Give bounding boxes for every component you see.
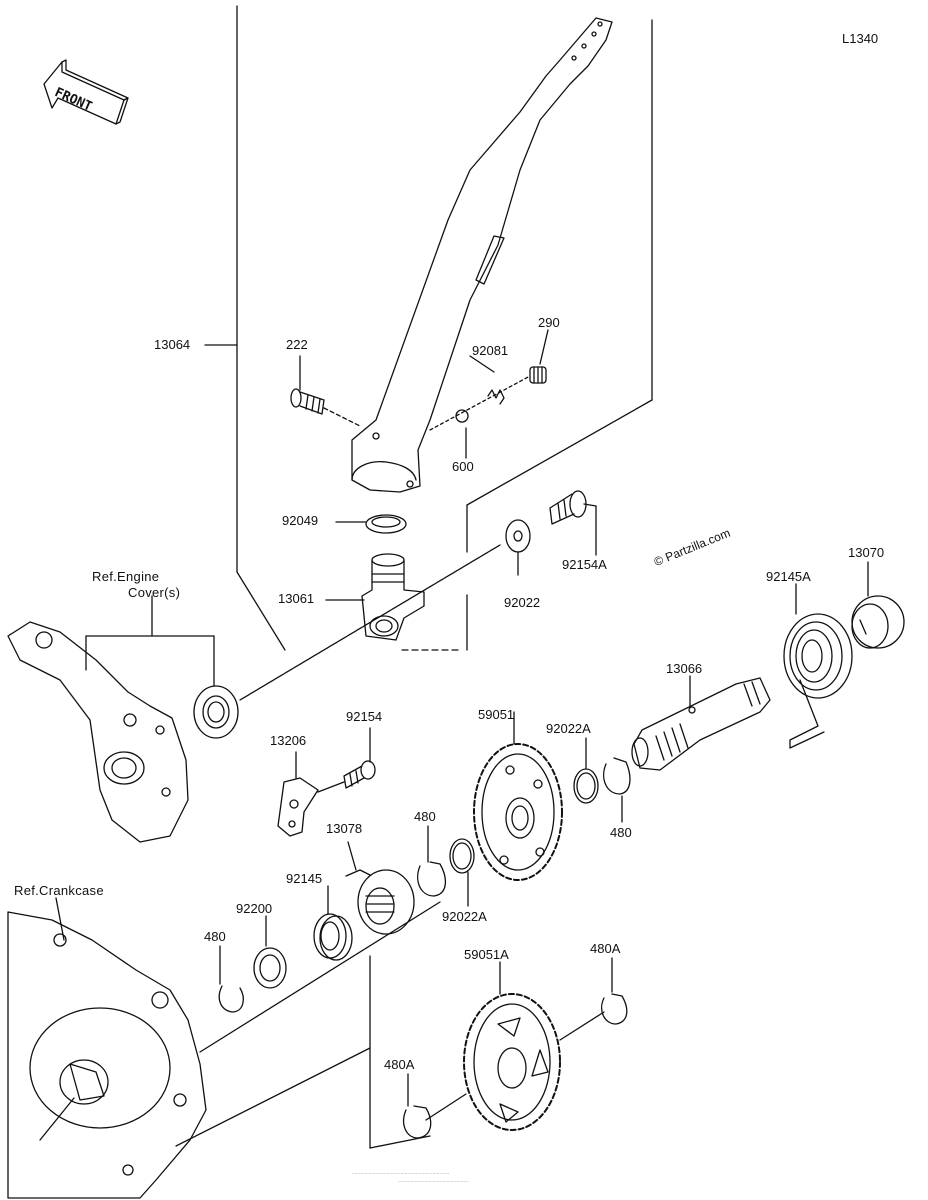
part-label-59051A[interactable]: 59051A	[464, 947, 509, 962]
circlip-480-left	[218, 945, 244, 1013]
circlip-480A-left	[403, 1073, 467, 1139]
part-label-13066[interactable]: 13066	[666, 661, 703, 676]
part-label-480-mid[interactable]: 480	[414, 809, 436, 824]
plate-13206	[277, 751, 319, 837]
diagram-code: L1340	[842, 31, 879, 46]
kick-spring-92145A	[783, 583, 853, 749]
part-label-222[interactable]: 222	[286, 337, 308, 352]
gear-59051	[473, 711, 563, 881]
part-label-92022A-top[interactable]: 92022A	[546, 721, 591, 736]
washer-92200	[253, 915, 287, 989]
circlip-480-mid	[417, 825, 446, 897]
guide-13070	[851, 561, 905, 649]
plug-290	[529, 366, 547, 384]
part-label-13064[interactable]: 13064	[154, 337, 191, 352]
part-label-480A-left[interactable]: 480A	[384, 1057, 415, 1072]
part-label-92154A[interactable]: 92154A	[562, 557, 607, 572]
engine-cover	[7, 621, 189, 843]
part-label-13070[interactable]: 13070	[848, 545, 885, 560]
spring-92081	[487, 389, 505, 405]
ball-600	[455, 409, 469, 423]
ref-engine-cover-line2: Cover(s)	[128, 585, 181, 600]
part-label-92145A[interactable]: 92145A	[766, 569, 811, 584]
part-label-13078[interactable]: 13078	[326, 821, 363, 836]
ref-engine-cover-line1: Ref.Engine	[92, 569, 160, 584]
part-label-92200[interactable]: 92200	[236, 901, 273, 916]
part-label-480-left[interactable]: 480	[204, 929, 226, 944]
bolt-92154A	[549, 490, 597, 556]
part-label-92022A-mid[interactable]: 92022A	[442, 909, 487, 924]
part-label-290[interactable]: 290	[538, 315, 560, 330]
front-arrow-icon	[43, 59, 129, 125]
crankcase	[7, 897, 207, 1199]
kick-pedal-lever	[351, 17, 613, 493]
part-label-13061[interactable]: 13061	[278, 591, 315, 606]
part-label-480-right[interactable]: 480	[610, 825, 632, 840]
seal-92049	[335, 514, 407, 534]
part-label-13206[interactable]: 13206	[270, 733, 307, 748]
part-label-92049[interactable]: 92049	[282, 513, 319, 528]
part-label-59051[interactable]: 59051	[478, 707, 515, 722]
spring-92145	[313, 885, 353, 961]
footer-line-2: ........................................…	[398, 1178, 469, 1184]
part-label-92145[interactable]: 92145	[286, 871, 323, 886]
group-bracket-13064	[204, 5, 653, 651]
washer-92022A-top	[573, 737, 599, 804]
bolt-92154	[317, 727, 376, 793]
circlip-480A-right	[559, 957, 628, 1041]
part-label-92022[interactable]: 92022	[504, 595, 541, 610]
bolt-222	[290, 388, 361, 427]
washer-92022A-mid	[449, 838, 475, 907]
footer-line-1: ........................................…	[352, 1170, 450, 1176]
kick-boss-13061	[361, 553, 425, 641]
ratchet-13078	[345, 841, 415, 935]
part-label-92081[interactable]: 92081	[472, 343, 509, 358]
circlip-480-right	[603, 757, 631, 823]
ref-crankcase: Ref.Crankcase	[14, 883, 104, 898]
ref-engine-cover-bracket	[85, 595, 215, 691]
part-label-600[interactable]: 600	[452, 459, 474, 474]
washer-92022	[505, 519, 531, 576]
gear-59051A	[463, 961, 561, 1131]
bracket-bottom	[369, 955, 431, 1149]
oil-seal	[193, 685, 239, 739]
part-label-92154[interactable]: 92154	[346, 709, 383, 724]
kick-shaft-13066	[631, 675, 771, 771]
part-label-480A-right[interactable]: 480A	[590, 941, 621, 956]
